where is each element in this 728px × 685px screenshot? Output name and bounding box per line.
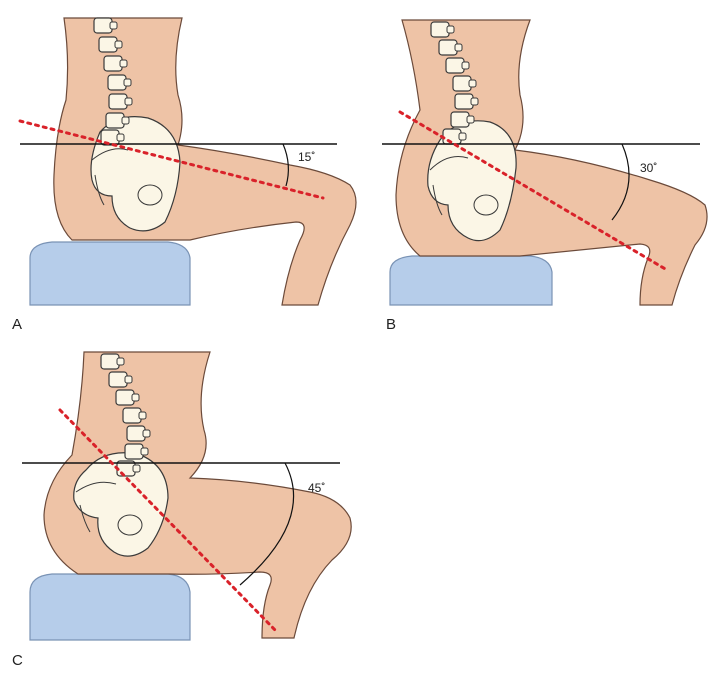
panel-b: 30˚ [382, 19, 708, 306]
angle-label-b: 30˚ [640, 161, 657, 175]
angle-arc-c [239, 462, 295, 586]
seat-cushion-c [29, 573, 191, 641]
panel-a: 15˚ [18, 17, 357, 306]
pelvic-tilt-line-b [398, 110, 669, 272]
panel-c: 45˚ [22, 351, 352, 641]
panel-label-c: C [12, 652, 23, 669]
panel-label-a: A [12, 316, 23, 333]
pelvic-tilt-line-c [58, 408, 279, 634]
seat-cushion-b [389, 255, 553, 306]
seat-cushion-a [29, 241, 191, 306]
panel-label-b: B [386, 316, 397, 333]
angle-arc-a [282, 143, 289, 187]
angle-label-a: 15˚ [298, 150, 315, 164]
angle-arc-b [611, 143, 630, 221]
body-silhouette-c [43, 351, 352, 639]
body-silhouette-a [53, 17, 357, 306]
angle-label-c: 45˚ [308, 481, 325, 495]
pelvic-tilt-line-a [18, 119, 325, 200]
